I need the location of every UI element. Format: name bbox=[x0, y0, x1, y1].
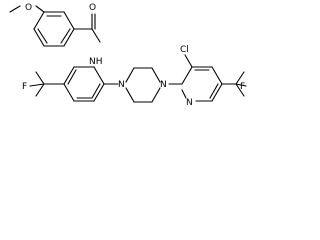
molecule-diagram: O O NH F N N bbox=[9, 3, 247, 108]
trifluoromethyl-left: F bbox=[22, 71, 65, 97]
cf3-left-fluorine-label: F bbox=[22, 82, 27, 92]
piperazine-bottom-nitrogen-label: N bbox=[160, 80, 167, 90]
carbonyl-oxygen-label: O bbox=[89, 3, 96, 13]
piperazine-ring: N N bbox=[103, 67, 167, 103]
central-phenyl-ring bbox=[63, 66, 105, 102]
pyridine-ring: N bbox=[168, 66, 223, 108]
chlorine-label: Cl bbox=[180, 45, 189, 55]
amide-nh-label: NH bbox=[89, 57, 103, 67]
amide-group: O NH bbox=[73, 3, 103, 67]
trifluoromethyl-right: F bbox=[221, 71, 247, 97]
pyridine-nitrogen-label: N bbox=[186, 98, 193, 108]
piperazine-top-nitrogen-label: N bbox=[118, 80, 125, 90]
cf3-right-fluorine-label: F bbox=[240, 82, 245, 92]
methoxy-group: O bbox=[9, 3, 45, 13]
chloro-group: Cl bbox=[180, 45, 193, 68]
methoxy-oxygen-label: O bbox=[25, 3, 32, 13]
methoxyphenyl-ring bbox=[33, 11, 75, 47]
